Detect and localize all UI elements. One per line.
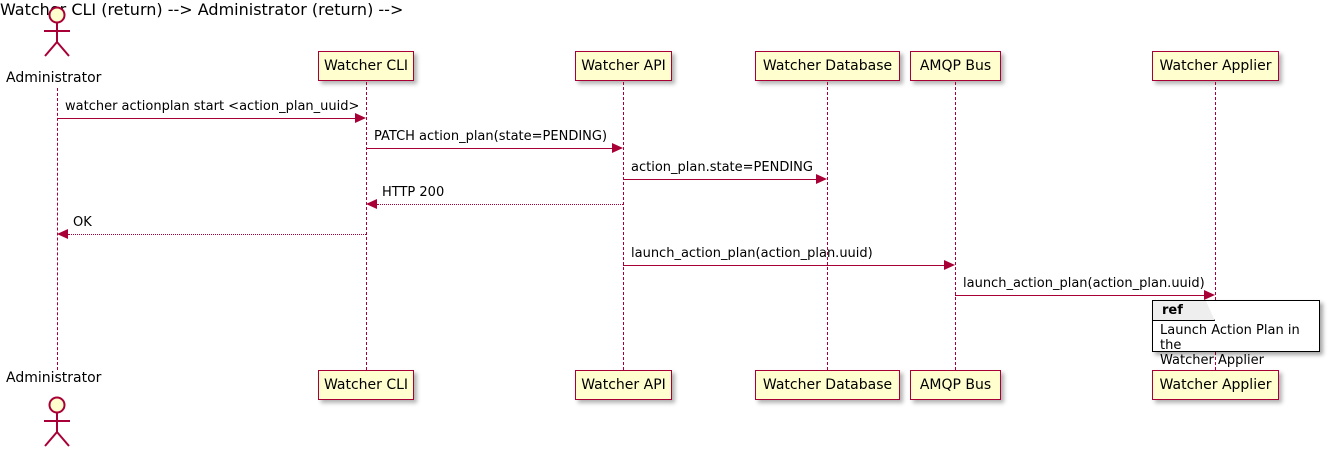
message-2-line xyxy=(366,148,612,149)
lifeline-watcher-applier xyxy=(1215,82,1216,370)
message-7-arrowhead xyxy=(1204,290,1215,300)
message-5-label: OK xyxy=(73,215,92,230)
message-6-arrowhead xyxy=(944,260,955,270)
participant-label-watcher-applier-top: Watcher Applier xyxy=(1159,58,1272,74)
message-3-line xyxy=(623,179,816,180)
message-3-label: action_plan.state=PENDING xyxy=(631,160,813,175)
actor-stick-figure-icon xyxy=(44,6,70,57)
message-2-label: PATCH action_plan(state=PENDING) xyxy=(374,129,608,144)
message-4-line xyxy=(377,204,623,205)
message-3-arrowhead xyxy=(816,174,827,184)
participant-box-watcher-cli-bottom[interactable]: Watcher CLI xyxy=(318,370,414,400)
actor-label-administrator-bottom: Administrator xyxy=(6,370,102,386)
participant-box-watcher-database-bottom[interactable]: Watcher Database xyxy=(755,370,900,400)
message-7-label: launch_action_plan(action_plan.uuid) xyxy=(963,276,1205,291)
actor-administrator-top xyxy=(35,4,79,60)
actor-label-administrator-top: Administrator xyxy=(6,70,102,86)
ref-fragment-keyword: ref xyxy=(1153,301,1215,321)
message-1-line xyxy=(57,118,355,119)
participant-label-watcher-cli-bottom: Watcher CLI xyxy=(323,377,409,393)
participant-label-watcher-database-top: Watcher Database xyxy=(762,58,893,74)
actor-administrator-bottom xyxy=(35,394,79,450)
participant-label-watcher-database-bottom: Watcher Database xyxy=(762,377,893,393)
message-1-label: watcher actionplan start <action_plan_uu… xyxy=(65,99,360,114)
participant-box-amqp-bus-top[interactable]: AMQP Bus xyxy=(910,51,1001,81)
participant-box-watcher-api-bottom[interactable]: Watcher API xyxy=(575,370,672,400)
participant-box-amqp-bus-bottom[interactable]: AMQP Bus xyxy=(910,370,1001,400)
message-6-label: launch_action_plan(action_plan.uuid) xyxy=(631,246,873,261)
participant-box-watcher-database-top[interactable]: Watcher Database xyxy=(755,51,900,81)
message-4-arrowhead xyxy=(366,199,377,209)
participant-label-watcher-api-bottom: Watcher API xyxy=(581,377,666,393)
participant-label-amqp-bus-bottom: AMQP Bus xyxy=(919,377,992,393)
participant-box-watcher-applier-bottom[interactable]: Watcher Applier xyxy=(1152,370,1279,400)
participant-label-watcher-api-top: Watcher API xyxy=(581,58,666,74)
participant-box-watcher-cli-top[interactable]: Watcher CLI xyxy=(318,51,414,81)
message-6-line xyxy=(623,265,944,266)
participant-label-watcher-cli-top: Watcher CLI xyxy=(323,58,409,74)
message-7-line xyxy=(955,295,1204,296)
lifeline-amqp-bus xyxy=(955,82,956,370)
message-1-arrowhead xyxy=(355,113,366,123)
lifeline-watcher-api xyxy=(623,82,624,370)
lifeline-watcher-cli xyxy=(366,82,367,370)
lifeline-watcher-database xyxy=(827,82,828,370)
participant-box-watcher-applier-top[interactable]: Watcher Applier xyxy=(1152,51,1279,81)
ref-fragment-text: Launch Action Plan in the Watcher Applie… xyxy=(1160,323,1300,368)
actor-stick-figure-icon xyxy=(44,396,70,447)
message-5-arrowhead xyxy=(57,229,68,239)
message-5-line xyxy=(68,234,366,235)
participant-box-watcher-api-top[interactable]: Watcher API xyxy=(575,51,672,81)
ref-fragment: ref Launch Action Plan in the Watcher Ap… xyxy=(1152,300,1320,368)
participant-label-amqp-bus-top: AMQP Bus xyxy=(919,58,992,74)
message-2-arrowhead xyxy=(612,143,623,153)
participant-label-watcher-applier-bottom: Watcher Applier xyxy=(1159,377,1272,393)
message-4-label: HTTP 200 xyxy=(382,185,445,200)
